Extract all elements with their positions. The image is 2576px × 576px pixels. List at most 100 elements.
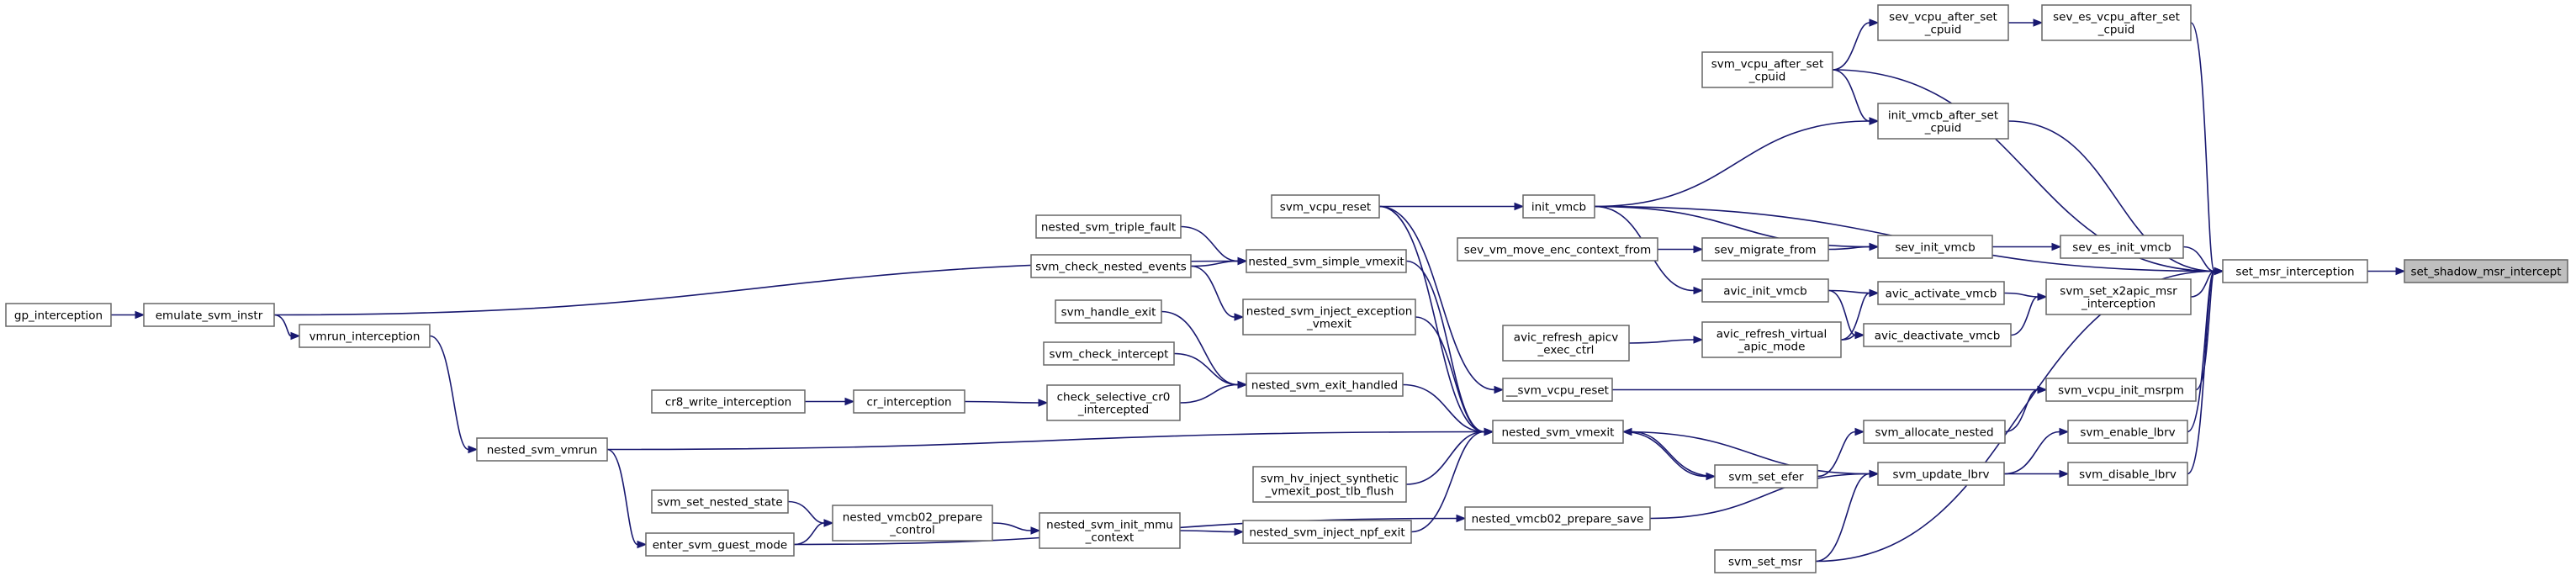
- node-label: _exec_ctrl: [1537, 344, 1595, 357]
- node-label: svm_set_msr: [1728, 556, 1802, 569]
- node-avic_refresh_apicv_exec_ctrl[interactable]: avic_refresh_apicv_exec_ctrl: [1502, 325, 1630, 362]
- node-nested_vmcb02_prepare_control[interactable]: nested_vmcb02_prepare_control: [832, 505, 993, 542]
- node-svm_set_nested_state[interactable]: svm_set_nested_state: [651, 489, 789, 514]
- call-edge-avic_refresh_apicv_exec_ctrl-to-avic_refresh_virtual_apic_mode: [1628, 336, 1704, 344]
- call-edge-svm_vcpu_after_set_cpuid-to-sev_vcpu_after_set_cpuid: [1832, 18, 1880, 71]
- node-sev_vcpu_after_set_cpuid[interactable]: sev_vcpu_after_set_cpuid: [1877, 4, 2009, 41]
- call-edge-svm_vcpu_after_set_cpuid-to-init_vmcb_after_set_cpuid: [1832, 69, 1880, 125]
- node-avic_deactivate_vmcb[interactable]: avic_deactivate_vmcb: [1863, 323, 2012, 347]
- node-set_msr_interception[interactable]: set_msr_interception: [2222, 259, 2368, 283]
- call-edge-vmrun_interception-to-nested_svm_vmrun: [429, 335, 479, 454]
- node-label: nested_vmcb02_prepare: [843, 511, 982, 525]
- node-label: svm_set_x2apic_msr: [2060, 285, 2177, 299]
- edge-line: [1815, 473, 1870, 563]
- call-edge-nested_svm_vmrun-to-enter_svm_guest_mode: [606, 448, 648, 549]
- node-box: [2067, 420, 2188, 444]
- node-nested_svm_vmexit[interactable]: nested_svm_vmexit: [1492, 420, 1624, 444]
- node-cr8_write_interception[interactable]: cr8_write_interception: [651, 389, 806, 414]
- node-sev_es_vcpu_after_set_cpuid[interactable]: sev_es_vcpu_after_set_cpuid: [2041, 4, 2192, 41]
- node-label: _intercepted: [1077, 404, 1149, 417]
- arrowhead-icon: [2214, 267, 2224, 276]
- node-svm_set_msr[interactable]: svm_set_msr: [1714, 549, 1817, 573]
- node-sev_vm_move_enc_context_from[interactable]: sev_vm_move_enc_context_from: [1457, 237, 1658, 262]
- node-svm_vcpu_after_set_cpuid[interactable]: svm_vcpu_after_set_cpuid: [1701, 51, 1833, 88]
- node-avic_refresh_virtual_apic_mode[interactable]: avic_refresh_virtual_apic_mode: [1701, 321, 1842, 358]
- node-svm_check_nested_events[interactable]: svm_check_nested_events: [1030, 254, 1192, 278]
- node-nested_svm_simple_vmexit[interactable]: nested_svm_simple_vmexit: [1246, 249, 1407, 273]
- edge-line: [2004, 388, 2039, 433]
- node-svm_check_intercept[interactable]: svm_check_intercept: [1043, 341, 1175, 366]
- node-nested_svm_init_mmu_context[interactable]: nested_svm_init_mmu_context: [1039, 512, 1181, 549]
- arrowhead-icon: [1237, 256, 1248, 266]
- node-label: vmrun_interception: [309, 330, 421, 344]
- call-edge-cr_interception-to-check_selective_cr0_intercepted: [964, 399, 1049, 407]
- node-avic_init_vmcb[interactable]: avic_init_vmcb: [1701, 278, 1829, 303]
- node-init_vmcb[interactable]: init_vmcb: [1522, 194, 1595, 219]
- node-check_selective_cr0_intercepted[interactable]: check_selective_cr0_intercepted: [1046, 384, 1181, 421]
- node-svm_update_lbrv[interactable]: svm_update_lbrv: [1877, 462, 2005, 486]
- call-edge-svm_set_efer-to-nested_svm_vmexit: [1621, 427, 1716, 478]
- edge-line: [606, 448, 638, 546]
- node-label: sev_es_vcpu_after_set: [2053, 11, 2180, 24]
- node-sev_migrate_from[interactable]: sev_migrate_from: [1701, 237, 1829, 262]
- edge-line: [1173, 352, 1239, 386]
- node-__svm_vcpu_reset[interactable]: __svm_vcpu_reset: [1502, 378, 1613, 402]
- node-nested_svm_triple_fault[interactable]: nested_svm_triple_fault: [1035, 214, 1182, 239]
- node-box: [1030, 254, 1192, 278]
- node-set_shadow_msr_intercept[interactable]: set_shadow_msr_intercept: [2404, 259, 2568, 283]
- node-box: [1877, 281, 2005, 305]
- node-box: [1701, 278, 1829, 303]
- node-nested_svm_vmrun[interactable]: nested_svm_vmrun: [476, 437, 608, 462]
- node-box: [1252, 466, 1407, 503]
- node-box: [1271, 194, 1380, 219]
- node-sev_es_init_vmcb[interactable]: sev_es_init_vmcb: [2060, 235, 2184, 259]
- node-avic_activate_vmcb[interactable]: avic_activate_vmcb: [1877, 281, 2005, 305]
- node-svm_disable_lbrv[interactable]: svm_disable_lbrv: [2067, 462, 2188, 486]
- node-label: cr8_write_interception: [665, 396, 791, 410]
- node-nested_svm_inject_npf_exit[interactable]: nested_svm_inject_npf_exit: [1242, 520, 1412, 544]
- node-sev_init_vmcb[interactable]: sev_init_vmcb: [1877, 235, 1993, 259]
- arrowhead-icon: [468, 445, 479, 454]
- edge-line: [2007, 120, 2215, 272]
- node-svm_allocate_nested[interactable]: svm_allocate_nested: [1863, 420, 2006, 444]
- node-box: [1714, 464, 1818, 489]
- arrowhead-icon: [1514, 202, 1525, 211]
- node-gp_interception[interactable]: gp_interception: [5, 303, 112, 327]
- node-emulate_svm_instr[interactable]: emulate_svm_instr: [143, 303, 275, 327]
- node-vmrun_interception[interactable]: vmrun_interception: [299, 324, 431, 348]
- node-label: avic_refresh_apicv: [1514, 331, 1618, 345]
- node-svm_vcpu_reset[interactable]: svm_vcpu_reset: [1271, 194, 1380, 219]
- edge-line: [1832, 22, 1870, 71]
- node-cr_interception[interactable]: cr_interception: [853, 389, 965, 414]
- call-edge-emulate_svm_instr-to-vmrun_interception: [273, 314, 301, 341]
- edge-line: [1410, 431, 1485, 533]
- node-box: [1242, 299, 1416, 336]
- node-nested_svm_inject_exception_vmexit[interactable]: nested_svm_inject_exception_vmexit: [1242, 299, 1416, 336]
- node-svm_set_x2apic_msr_interception[interactable]: svm_set_x2apic_msr_interception: [2045, 278, 2192, 315]
- arrowhead-icon: [135, 310, 145, 320]
- nodes-layer: set_shadow_msr_intercept set_msr_intercep…: [5, 4, 2568, 573]
- node-nested_svm_exit_handled[interactable]: nested_svm_exit_handled: [1246, 373, 1404, 397]
- node-nested_vmcb02_prepare_save[interactable]: nested_vmcb02_prepare_save: [1464, 506, 1651, 531]
- edge-line: [992, 522, 1032, 531]
- node-label: _cpuid: [1924, 122, 1962, 135]
- node-box: [2404, 259, 2568, 283]
- edge-line: [1180, 225, 1239, 262]
- node-label: avic_activate_vmcb: [1886, 288, 1997, 301]
- call-edge-svm_allocate_nested-to-svm_vcpu_init_msrpm: [2004, 385, 2048, 433]
- node-svm_handle_exit[interactable]: svm_handle_exit: [1055, 299, 1162, 324]
- arrowhead-icon: [2059, 469, 2070, 478]
- arrowhead-icon: [1869, 117, 1880, 125]
- call-edge-avic_deactivate_vmcb-to-svm_set_x2apic_msr_interception: [2010, 293, 2048, 336]
- edge-line: [273, 314, 292, 337]
- node-svm_set_efer[interactable]: svm_set_efer: [1714, 464, 1818, 489]
- node-svm_vcpu_init_msrpm[interactable]: svm_vcpu_init_msrpm: [2045, 378, 2197, 402]
- call-edge-gp_interception-to-emulate_svm_instr: [110, 310, 145, 320]
- call-edge-nested_svm_vmexit-to-svm_update_lbrv: [1622, 431, 1880, 478]
- node-enter_svm_guest_mode[interactable]: enter_svm_guest_mode: [645, 532, 795, 557]
- node-init_vmcb_after_set_cpuid[interactable]: init_vmcb_after_set_cpuid: [1877, 103, 2009, 140]
- node-svm_enable_lbrv[interactable]: svm_enable_lbrv: [2067, 420, 2188, 444]
- node-svm_hv_inject_synthetic_vmexit_post_tlb_flush[interactable]: svm_hv_inject_synthetic_vmexit_post_tlb_…: [1252, 466, 1407, 503]
- call-edge-svm_update_lbrv-to-svm_enable_lbrv: [2003, 427, 2070, 475]
